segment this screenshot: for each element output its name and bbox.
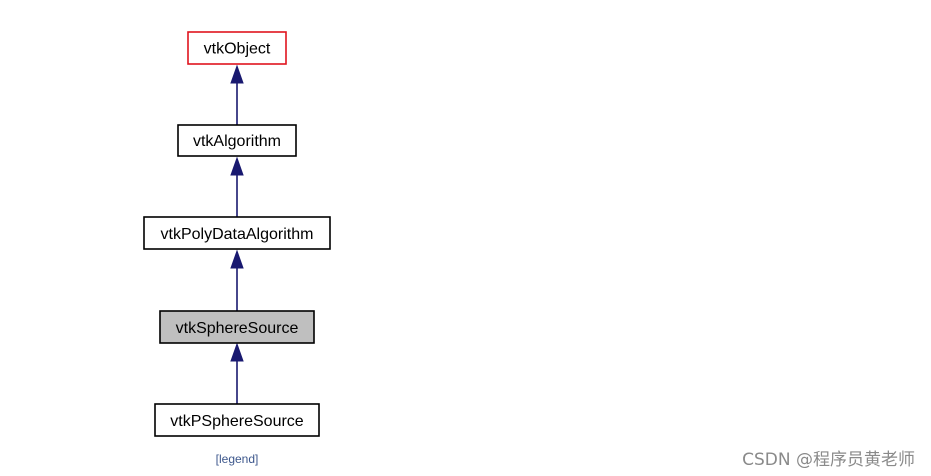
node-vtkPolyDataAlgorithm[interactable]: vtkPolyDataAlgorithm: [143, 216, 331, 250]
node-box: [154, 403, 320, 437]
legend-close-bracket: ]: [255, 452, 259, 466]
node-box: [159, 310, 315, 344]
csdn-watermark: CSDN @程序员黄老师: [742, 450, 915, 470]
node-label: vtkAlgorithm: [193, 133, 281, 150]
edge-vtkPSphereSource-to-vtkSphereSource: [230, 342, 244, 404]
node-vtkSphereSource: vtkSphereSource: [159, 310, 315, 344]
inheritance-arrowhead: [230, 156, 244, 176]
node-box: [177, 124, 297, 157]
legend-label: legend: [218, 452, 256, 466]
inheritance-arrowhead: [230, 342, 244, 362]
node-label: vtkPolyDataAlgorithm: [161, 226, 314, 243]
legend-link[interactable]: [legend]: [216, 452, 259, 466]
node-label: vtkSphereSource: [176, 320, 299, 337]
node-vtkAlgorithm[interactable]: vtkAlgorithm: [177, 124, 297, 157]
legend-open-bracket: [: [215, 452, 219, 466]
edge-vtkPolyDataAlgorithm-to-vtkAlgorithm: [230, 156, 244, 217]
node-vtkPSphereSource[interactable]: vtkPSphereSource: [154, 403, 320, 437]
inheritance-arrowhead: [230, 249, 244, 269]
edge-vtkSphereSource-to-vtkPolyDataAlgorithm: [230, 249, 244, 311]
node-vtkObject[interactable]: vtkObject: [187, 31, 287, 65]
edge-vtkAlgorithm-to-vtkObject: [230, 64, 244, 125]
node-box: [143, 216, 331, 250]
node-box: [187, 31, 287, 65]
node-label: vtkObject: [204, 41, 271, 58]
node-label: vtkPSphereSource: [170, 413, 304, 430]
inheritance-arrowhead: [230, 64, 244, 84]
